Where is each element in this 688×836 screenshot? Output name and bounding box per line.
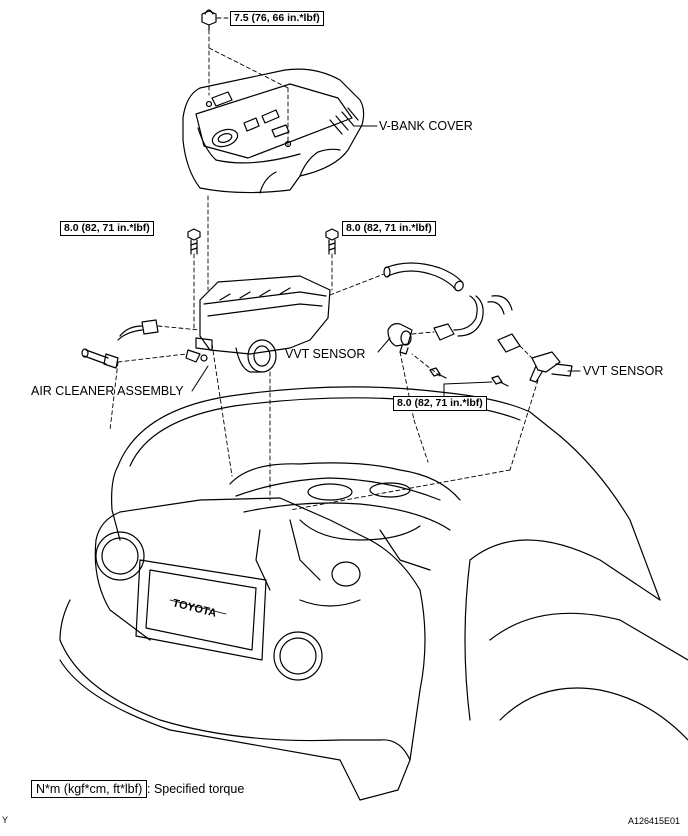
torque-bolt-left: 8.0 (82, 71 in.*lbf) <box>60 221 154 236</box>
torque-bolt-right: 8.0 (82, 71 in.*lbf) <box>342 221 436 236</box>
grille-logo: TOYOTA <box>171 597 217 619</box>
sensor-bolt-leaders <box>443 381 493 397</box>
vehicle-body <box>59 386 688 801</box>
vvt-sensor-left-leader <box>377 337 391 353</box>
cover-nut-leaders <box>208 17 289 146</box>
bolt-right-icon <box>325 228 339 255</box>
vvt-install-leaders <box>289 351 539 511</box>
legend-description: : Specified torque <box>147 782 245 796</box>
label-v-bank-cover: V-BANK COVER <box>379 119 473 133</box>
vvt-sensor-right <box>529 351 573 383</box>
air-cleaner-leaders <box>109 325 271 501</box>
vacuum-hose-left <box>81 348 119 369</box>
figure-id: A126415E01 <box>628 816 681 826</box>
v-bank-cover <box>182 68 365 194</box>
bolt-leaders <box>193 195 333 331</box>
label-air-cleaner-assembly: AIR CLEANER ASSEMBLY <box>31 384 184 398</box>
torque-cover-nut: 7.5 (76, 66 in.*lbf) <box>230 11 324 26</box>
sensor-bolt-right-icon <box>491 375 509 387</box>
sensor-bolt-left-icon <box>429 367 447 379</box>
vvt-right-conn-leader <box>519 345 535 361</box>
vvt-connector-right <box>487 295 521 353</box>
air-cleaner-assembly <box>185 275 331 373</box>
corner-marker: Y <box>2 815 9 825</box>
vvt-left-conn-leader <box>411 331 435 335</box>
label-vvt-sensor-right: VVT SENSOR <box>583 364 664 378</box>
label-vvt-sensor-left: VVT SENSOR <box>285 347 366 361</box>
bolt-left-icon <box>187 228 201 255</box>
air-cleaner-leader <box>191 365 209 392</box>
cover-nut-icon <box>201 9 217 31</box>
vvt-connector-left <box>433 295 484 341</box>
air-cleaner-connector <box>117 319 159 341</box>
legend-torque-unit: N*m (kgf*cm, ft*lbf) <box>31 780 148 798</box>
torque-sensor-bolts: 8.0 (82, 71 in.*lbf) <box>393 396 487 411</box>
hose-leader <box>329 273 385 296</box>
vvt-sensor-left <box>387 323 413 355</box>
intake-hose <box>383 262 464 292</box>
